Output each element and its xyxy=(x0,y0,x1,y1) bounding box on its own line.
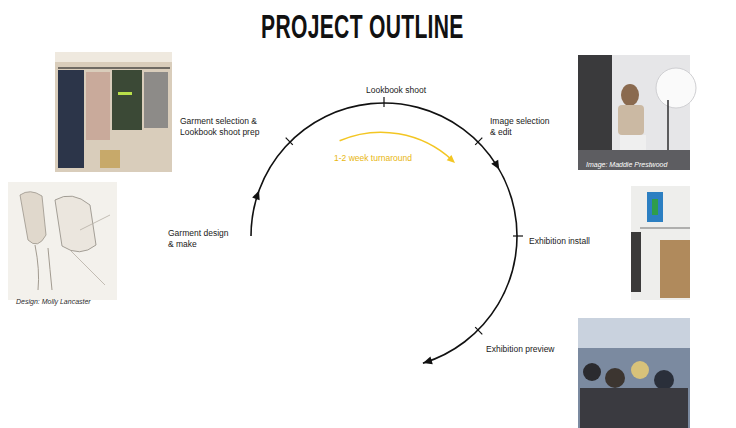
tan-coat xyxy=(660,240,690,298)
stage-label-box: Exhibition install xyxy=(529,230,624,248)
arrow-head xyxy=(252,189,263,200)
display-rail xyxy=(640,227,690,229)
ceiling-strip xyxy=(55,52,172,62)
install-photo xyxy=(631,186,690,300)
stage-label: Exhibition preview xyxy=(486,344,555,355)
grey-jacket xyxy=(144,72,168,128)
photo-credit: Image: Maddie Prestwood xyxy=(584,159,669,170)
cycle-arc xyxy=(251,103,517,363)
dark-coat xyxy=(631,232,641,292)
sketch-lines xyxy=(70,215,110,285)
clothes-rail xyxy=(58,67,170,69)
arrow-head xyxy=(491,160,502,172)
stage-label-box: Lookbook shoot xyxy=(351,79,441,97)
photo-credit-box: Image: Maddie Prestwood xyxy=(584,153,688,171)
title-block: PROJECT OUTLINE xyxy=(0,6,724,46)
sketch-legs xyxy=(35,245,52,290)
stage-label: Lookbook shoot xyxy=(366,85,426,96)
stage-tick xyxy=(475,327,482,334)
crowd-bodies xyxy=(580,388,688,428)
crowd-person xyxy=(654,370,674,390)
arrow-head xyxy=(422,357,433,367)
stage-label: Garment design & make xyxy=(168,228,232,250)
crowd-person xyxy=(605,368,625,388)
jacket-print xyxy=(118,92,132,95)
photo-credit: Design: Molly Lancaster xyxy=(16,296,91,307)
sketch-figure xyxy=(20,192,46,244)
crowd-person xyxy=(583,363,601,381)
stage-label: Exhibition install xyxy=(529,236,590,247)
rail-photo xyxy=(55,52,172,172)
diagram-title: PROJECT OUTLINE xyxy=(261,6,464,46)
studio-floor xyxy=(578,150,690,170)
design-sketch xyxy=(8,182,117,300)
navy-coat xyxy=(58,70,84,168)
sketch-garment xyxy=(55,196,96,252)
stage-tick xyxy=(513,235,523,236)
model-head xyxy=(621,84,639,106)
crowd-person xyxy=(631,361,649,379)
screen-figure xyxy=(652,199,658,215)
display-screen xyxy=(647,192,663,222)
duration-note: 1-2 week turnaround xyxy=(334,153,412,164)
stage-label-box: Exhibition preview xyxy=(486,338,581,356)
bag xyxy=(100,150,120,168)
preview-windows xyxy=(578,318,690,348)
green-jacket xyxy=(112,70,142,130)
arrow-head xyxy=(447,155,458,166)
stage-label-box: Garment selection & Lookbook shoot prep xyxy=(180,116,272,139)
stage-label-box: Image selection & edit xyxy=(490,116,554,139)
stage-label: Image selection & edit xyxy=(490,116,554,138)
stage-label-box: Garment design & make xyxy=(168,228,232,251)
photo-credit-box: Design: Molly Lancaster xyxy=(16,290,116,308)
model-jacket xyxy=(618,105,644,135)
stage-tick xyxy=(286,138,293,145)
studio-umbrella xyxy=(656,68,696,108)
duration-note-box: 1-2 week turnaround xyxy=(334,147,434,165)
preview-photo xyxy=(578,318,690,428)
stage-label: Garment selection & Lookbook shoot prep xyxy=(180,116,272,138)
stage-tick xyxy=(383,97,384,107)
pink-jacket xyxy=(86,72,110,140)
stage-tick xyxy=(475,138,482,145)
